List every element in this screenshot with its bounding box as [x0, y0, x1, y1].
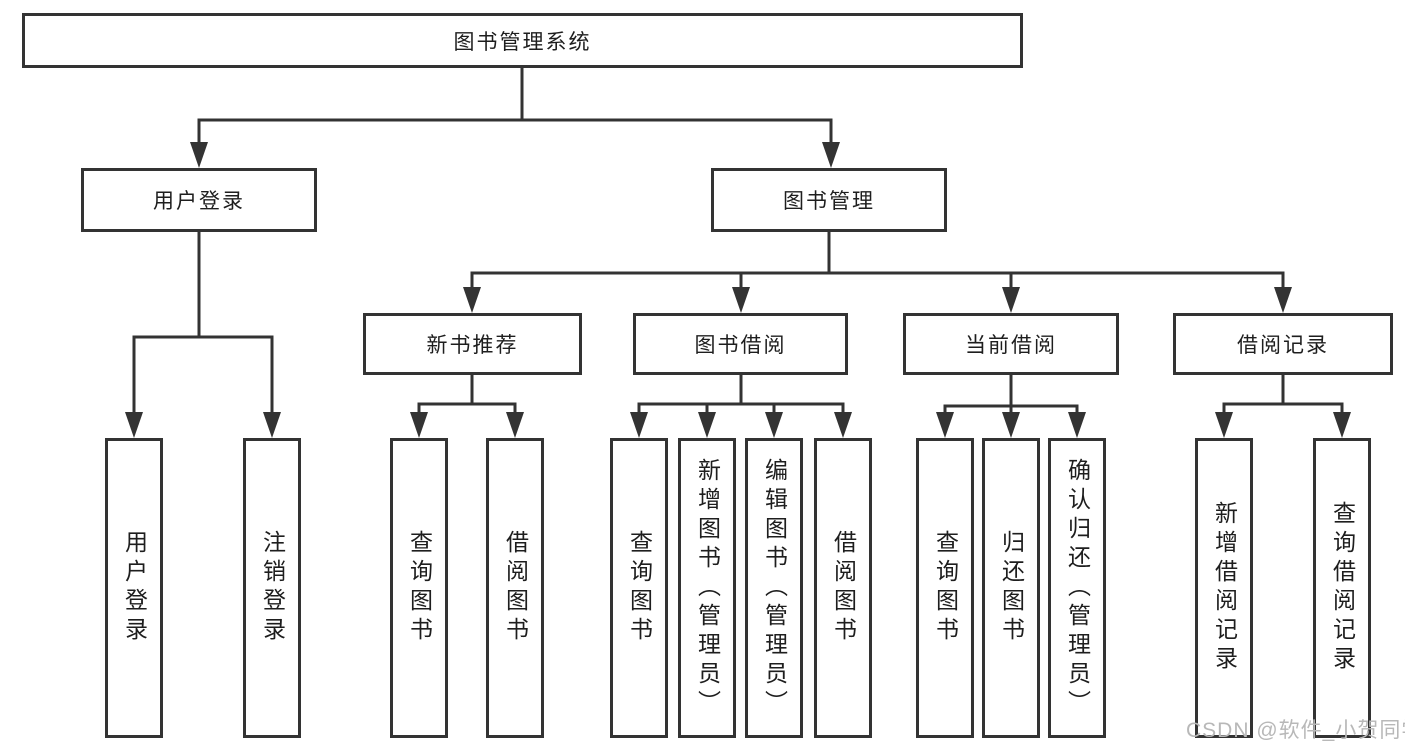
- leaf-query-books-recommend: 查询图书: [390, 438, 448, 738]
- node-label: 归还图书: [998, 530, 1025, 646]
- node-label: 借阅图书: [830, 530, 857, 646]
- node-label: 确认归还（管理员）: [1064, 457, 1091, 719]
- node-label: 当前借阅: [965, 334, 1057, 357]
- node-label: 借阅记录: [1237, 334, 1329, 357]
- leaf-add-books-admin: 新增图书（管理员）: [678, 438, 736, 738]
- node-label: 编辑图书（管理员）: [761, 457, 788, 719]
- leaf-borrow-books-recommend: 借阅图书: [486, 438, 544, 738]
- node-new-book-recommend: 新书推荐: [363, 313, 582, 375]
- node-current-borrowing: 当前借阅: [903, 313, 1119, 375]
- node-label: 新增借阅记录: [1211, 501, 1238, 675]
- node-book-management: 图书管理: [711, 168, 947, 232]
- leaf-confirm-return-admin: 确认归还（管理员）: [1048, 438, 1106, 738]
- node-label: 查询借阅记录: [1329, 501, 1356, 675]
- leaf-return-books: 归还图书: [982, 438, 1040, 738]
- node-label: 查询图书: [626, 530, 653, 646]
- node-label: 图书管理: [783, 190, 875, 213]
- leaf-add-borrow-record: 新增借阅记录: [1195, 438, 1253, 738]
- node-label: 用户登录: [121, 530, 148, 646]
- node-label: 新增图书（管理员）: [694, 457, 721, 719]
- node-borrow-records: 借阅记录: [1173, 313, 1393, 375]
- leaf-edit-books-admin: 编辑图书（管理员）: [745, 438, 803, 738]
- node-label: 图书借阅: [694, 334, 787, 357]
- leaf-logout: 注销登录: [243, 438, 301, 738]
- csdn-watermark: CSDN @软件_小贺同学: [1186, 719, 1405, 742]
- leaf-query-borrow-record: 查询借阅记录: [1313, 438, 1371, 738]
- node-label: 图书管理系统: [453, 30, 592, 54]
- leaf-query-books-borrowing: 查询图书: [610, 438, 668, 738]
- node-label: 查询图书: [932, 530, 959, 646]
- node-user-login: 用户登录: [81, 168, 317, 232]
- node-label: 借阅图书: [502, 530, 529, 646]
- node-book-borrowing: 图书借阅: [633, 313, 848, 375]
- leaf-borrow-books: 借阅图书: [814, 438, 872, 738]
- node-label: 注销登录: [259, 530, 286, 646]
- node-label: 查询图书: [406, 530, 433, 646]
- leaf-user-login: 用户登录: [105, 438, 163, 738]
- node-library-management-system: 图书管理系统: [22, 13, 1023, 68]
- node-label: 用户登录: [153, 190, 245, 213]
- leaf-query-books-current: 查询图书: [916, 438, 974, 738]
- node-label: 新书推荐: [426, 334, 519, 357]
